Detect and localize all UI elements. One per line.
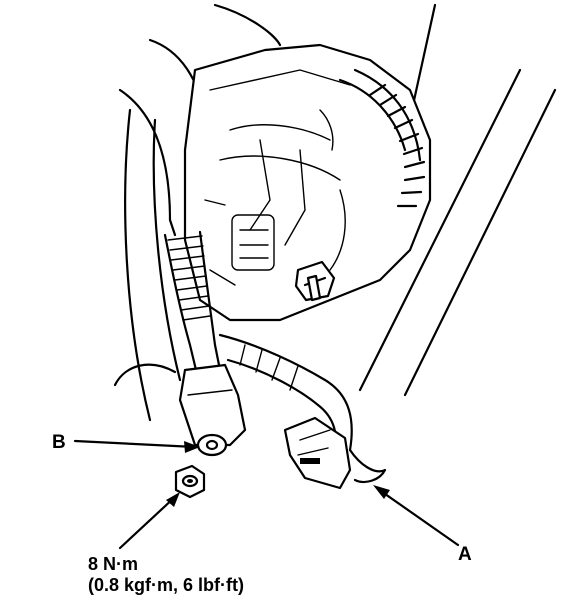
nut-icon bbox=[174, 464, 206, 499]
callout-b-label: B bbox=[52, 432, 66, 453]
cable-a bbox=[218, 333, 387, 490]
torque-spec-imperial: (0.8 kgf·m, 6 lbf·ft) bbox=[88, 575, 244, 595]
corrugated-sleeve bbox=[167, 235, 211, 321]
terminal-stud-icon bbox=[294, 260, 336, 302]
callout-a-label: A bbox=[458, 544, 472, 565]
callout-arrows bbox=[73, 439, 460, 550]
torque-spec-nm: 8 N·m bbox=[88, 554, 138, 574]
cooling-fins bbox=[368, 83, 426, 208]
alternator-icon bbox=[183, 43, 432, 322]
terminal-b bbox=[113, 230, 247, 457]
